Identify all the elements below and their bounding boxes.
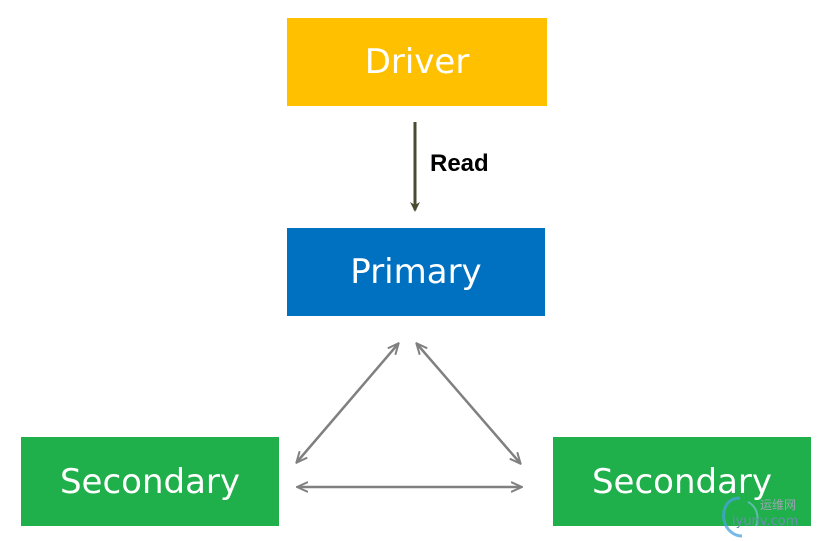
secondary-left-node: Secondary — [21, 437, 279, 526]
primary-to-secondary-right-arrow — [417, 344, 520, 463]
watermark: 运维网 iyunv.com — [718, 494, 818, 538]
primary-node: Primary — [287, 228, 545, 316]
driver-label: Driver — [364, 42, 470, 82]
secondary-right-label: Secondary — [591, 461, 773, 502]
primary-to-secondary-left-arrow — [297, 344, 398, 462]
watermark-top-text: 运维网 — [760, 498, 797, 512]
secondary-left-label: Secondary — [59, 461, 241, 502]
read-edge-label: Read — [430, 150, 489, 177]
watermark-logo-icon — [722, 496, 759, 538]
driver-node: Driver — [287, 18, 547, 106]
secondary-right-node: Secondary — [553, 437, 811, 526]
watermark-bottom-text: iyunv.com — [732, 514, 799, 529]
primary-label: Primary — [350, 252, 482, 292]
